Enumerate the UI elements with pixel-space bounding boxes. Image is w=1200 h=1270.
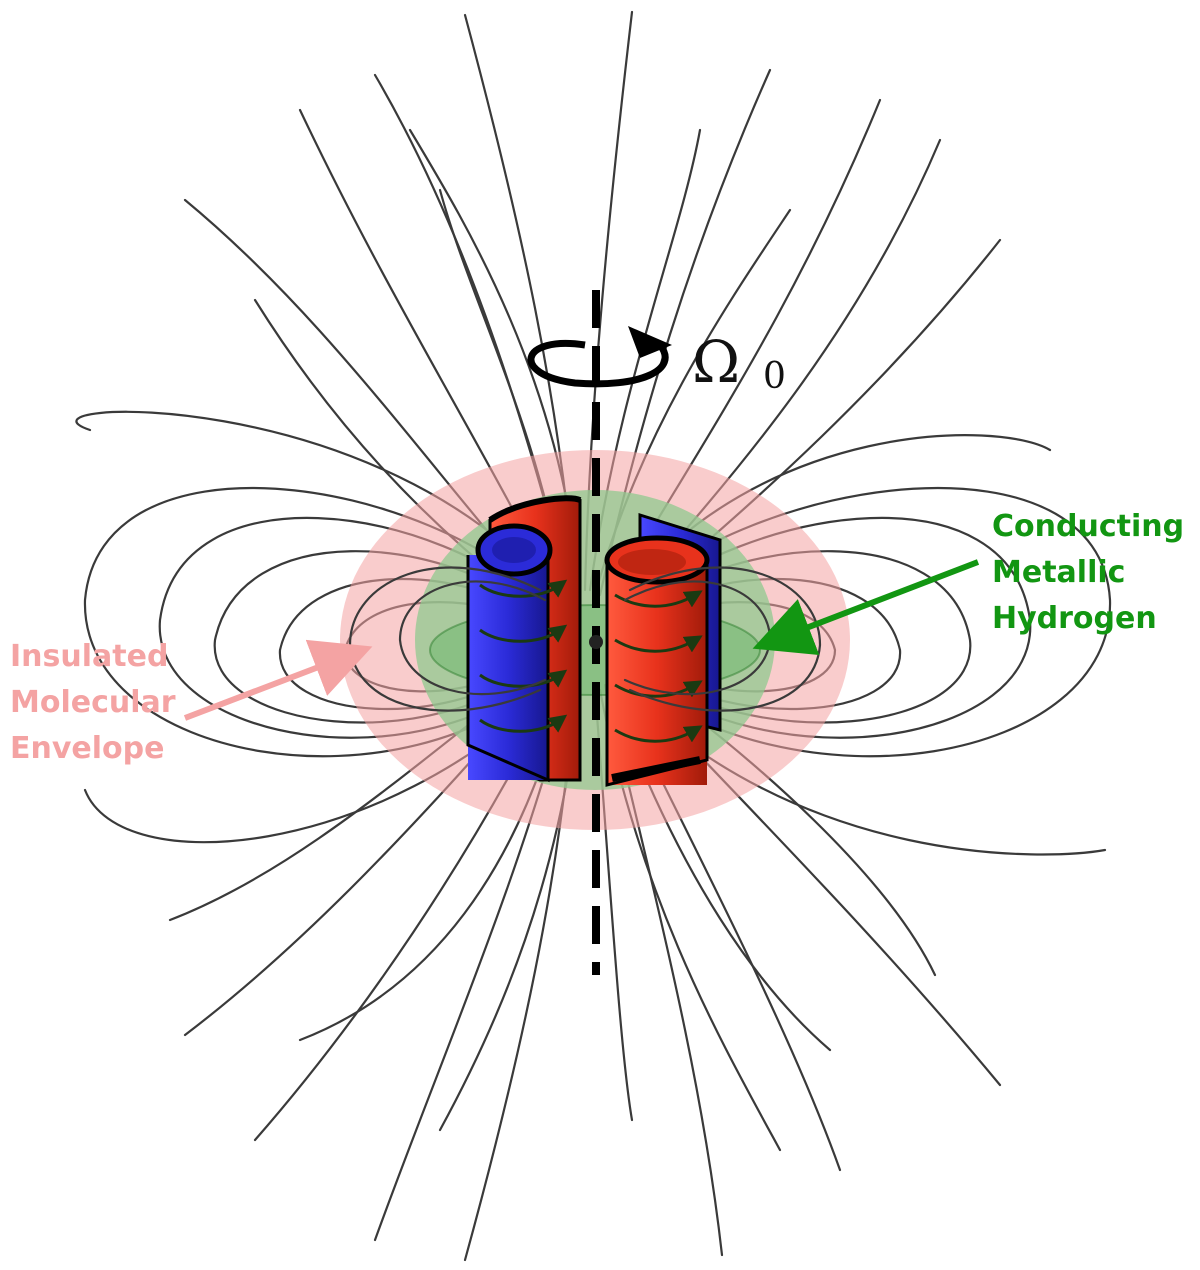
metallic-pointer-arrow	[752, 559, 980, 656]
field-line	[628, 566, 822, 712]
rotation-arrow	[527, 326, 672, 388]
envelope-label-line-2: Molecular	[10, 685, 176, 720]
front-red-cylinder	[604, 535, 710, 787]
metallic-label-line-3: Hydrogen	[992, 601, 1157, 636]
rotation-omega-symbol: Ω	[692, 328, 740, 396]
metallic-label-line-2: Metallic	[992, 555, 1125, 590]
front-blue-cylinder	[466, 523, 553, 783]
metallic-label-line-1: Conducting	[992, 509, 1184, 544]
field-line	[83, 487, 562, 758]
field-line	[398, 580, 547, 696]
envelope-label-line-1: Insulated	[10, 639, 168, 674]
field-line	[613, 487, 1112, 758]
envelope-pointer-arrow	[183, 639, 373, 721]
rotation-omega-subscript: 0	[763, 356, 786, 397]
envelope-label: Insulated Molecular Envelope	[10, 639, 373, 766]
center-point	[589, 635, 603, 649]
metallic-label: Conducting Metallic Hydrogen	[752, 509, 1184, 656]
envelope-label-line-3: Envelope	[10, 731, 164, 766]
circulation-arrows	[479, 579, 703, 743]
